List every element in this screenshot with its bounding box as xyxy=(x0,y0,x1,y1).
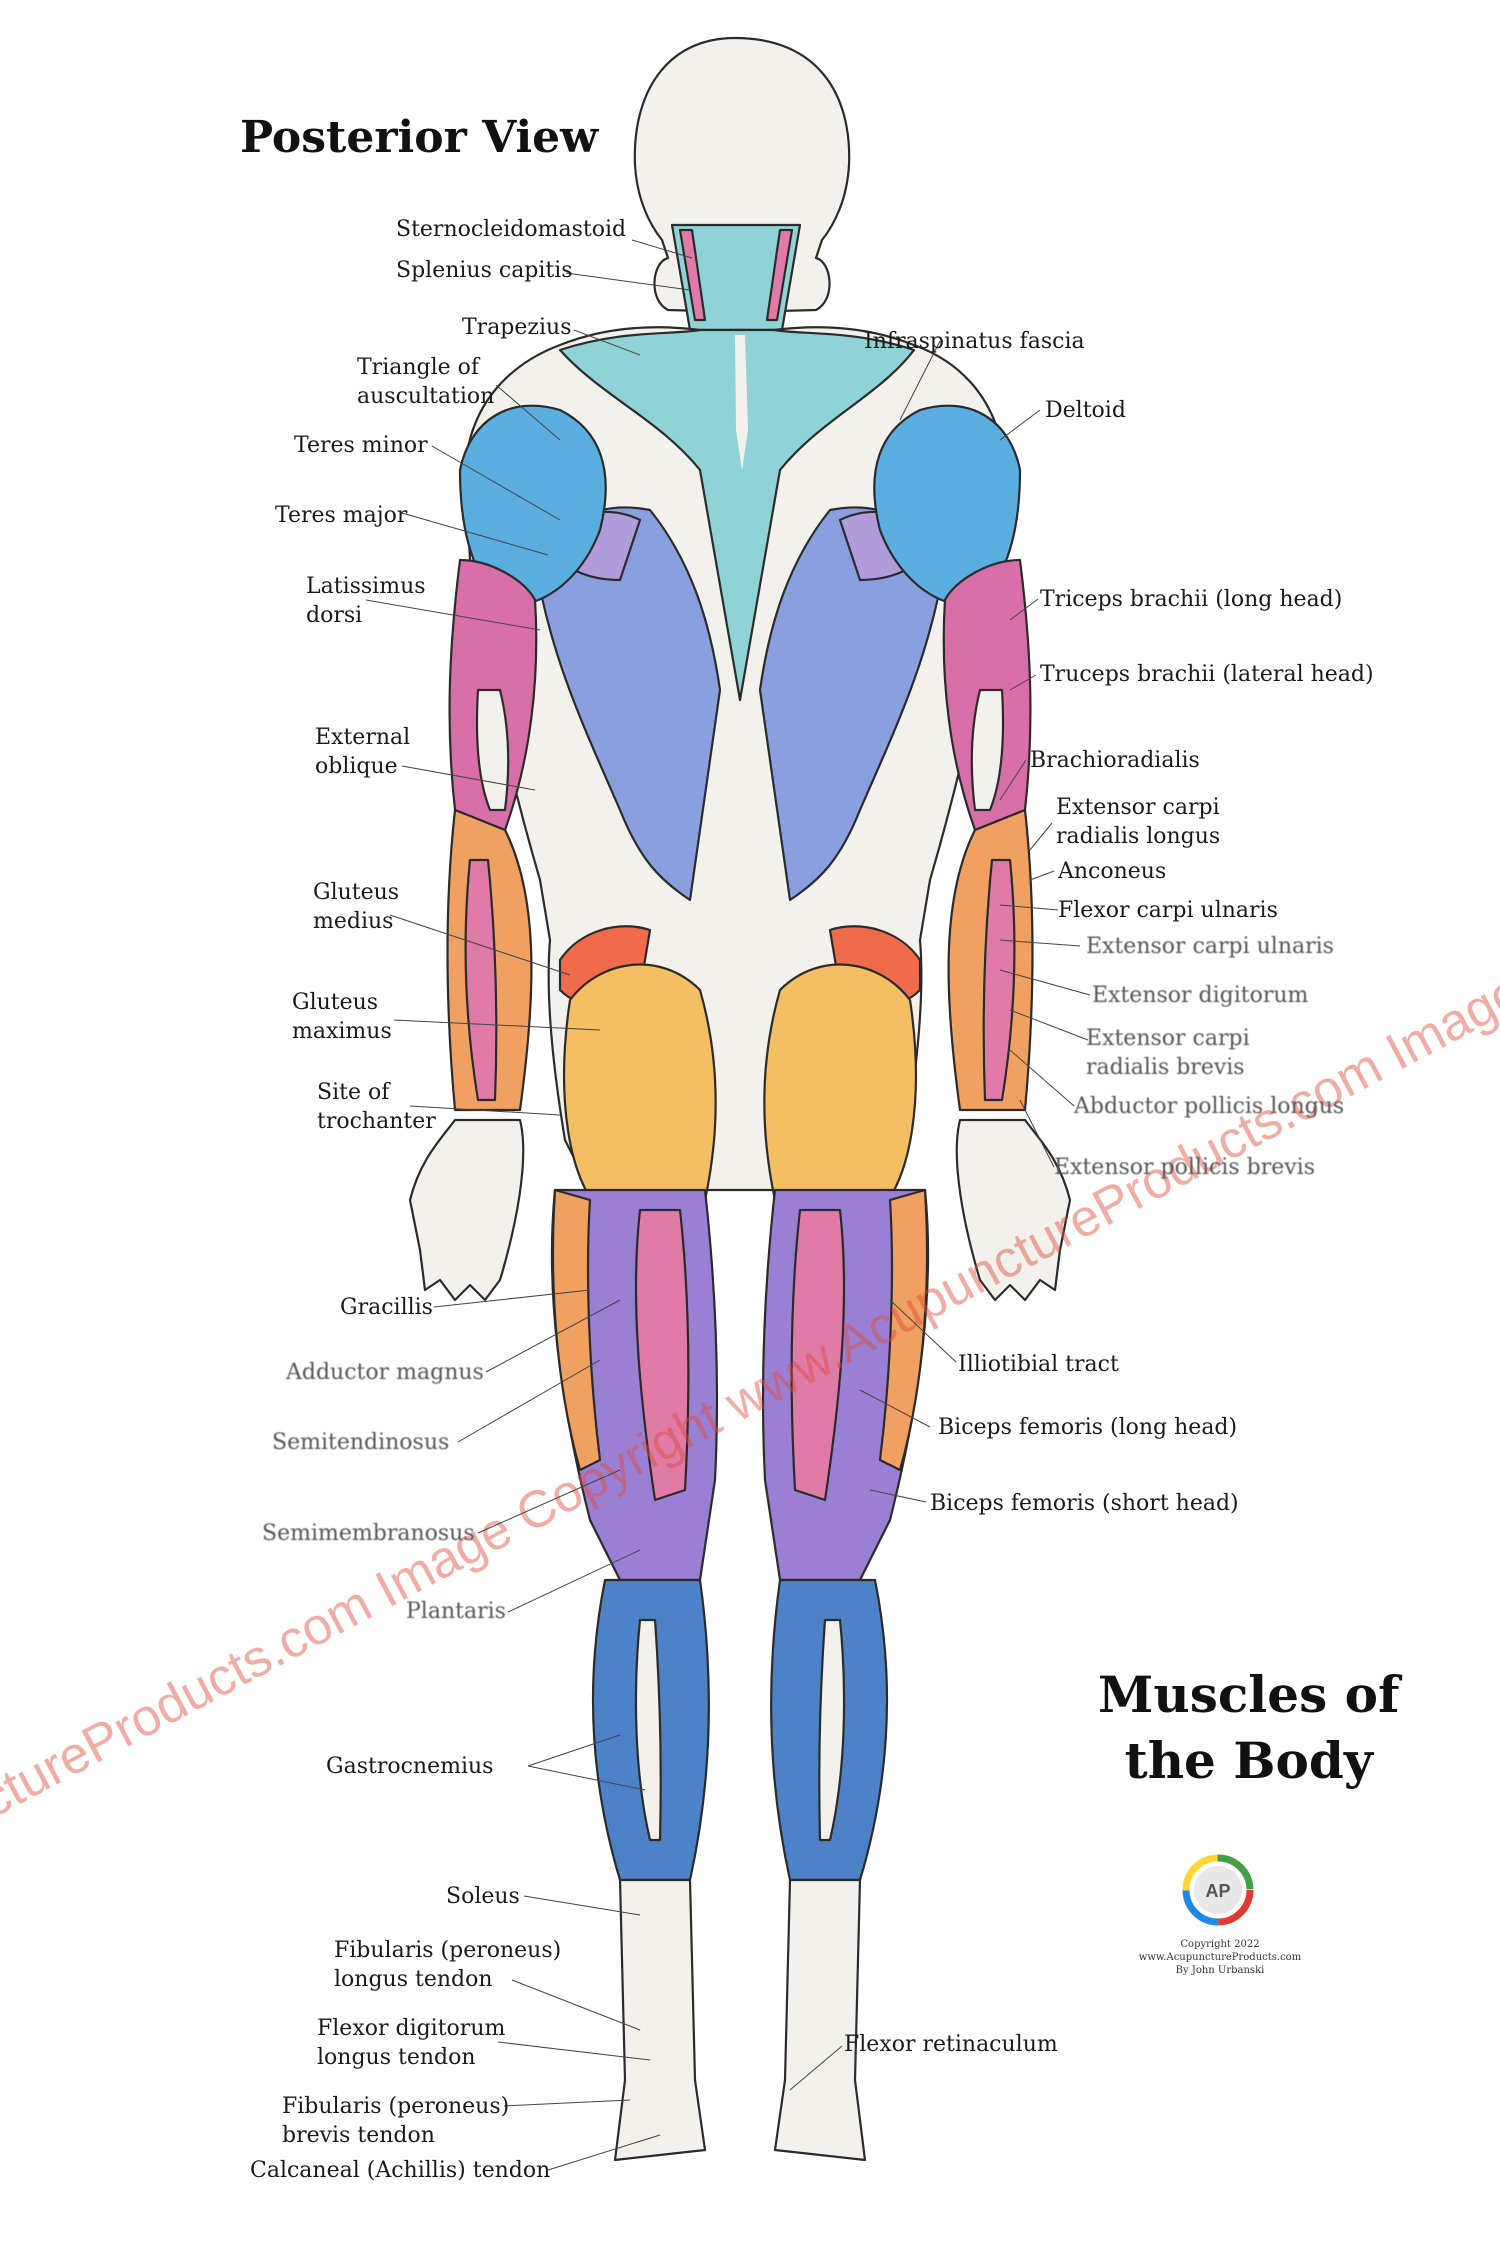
label-external-oblique: External oblique xyxy=(315,725,411,779)
label-triceps-long: Triceps brachii (long head) xyxy=(1040,587,1343,612)
label-flexor-retinaculum: Flexor retinaculum xyxy=(844,2032,1058,2057)
view-heading: Posterior View xyxy=(240,112,599,163)
trapezius-shape xyxy=(558,328,916,702)
label-ext-carpi-rad-longus: Extensor carpi radialis longus xyxy=(1056,795,1221,849)
label-gluteus-maximus: Gluteus maximus xyxy=(292,990,392,1044)
label-latissimus-dorsi: Latissimus dorsi xyxy=(306,574,426,628)
copyright-notice: Copyright 2022 www.AcupunctureProducts.c… xyxy=(1138,1939,1302,1976)
label-gluteus-medius: Gluteus medius xyxy=(313,880,400,934)
label-flexor-carpi-ulnaris: Flexor carpi ulnaris xyxy=(1058,898,1278,923)
label-triangle-auscultation: Triangle of auscultation xyxy=(357,355,495,409)
label-semimembranosus: Semimembranosus xyxy=(262,1521,475,1546)
label-ext-pollicis-brevis: Extensor pollicis brevis xyxy=(1054,1155,1315,1180)
label-abductor-pollicis: Abductor pollicis longus xyxy=(1074,1094,1345,1119)
lower-leg-left xyxy=(613,1878,707,2162)
lower-leg-right xyxy=(773,1878,867,2162)
label-deltoid: Deltoid xyxy=(1045,398,1126,423)
label-plantaris: Plantaris xyxy=(406,1599,506,1624)
label-calcaneal: Calcaneal (Achillis) tendon xyxy=(250,2158,551,2183)
gluteus-left xyxy=(563,963,717,1212)
label-gracilis: Gracillis xyxy=(340,1295,433,1320)
label-fibularis-brevis: Fibularis (peroneus) brevis tendon xyxy=(282,2094,510,2148)
label-ext-digitorum: Extensor digitorum xyxy=(1092,983,1309,1008)
label-gastrocnemius: Gastrocnemius xyxy=(326,1754,494,1779)
label-triceps-lateral: Truceps brachii (lateral head) xyxy=(1040,662,1374,687)
label-anconeus: Anconeus xyxy=(1058,859,1167,884)
label-adductor-magnus: Adductor magnus xyxy=(286,1360,484,1385)
label-biceps-short: Biceps femoris (short head) xyxy=(930,1491,1239,1516)
label-trapezius: Trapezius xyxy=(462,315,572,340)
label-teres-major: Teres major xyxy=(275,503,408,528)
ap-logo: AP xyxy=(1182,1854,1254,1926)
label-sternocleidomastoid: Sternocleidomastoid xyxy=(396,217,627,242)
poster-title: Muscles of the Body xyxy=(1098,1665,1400,1790)
label-flexor-digitorum: Flexor digitorum longus tendon xyxy=(317,2016,506,2070)
hand-right xyxy=(955,1118,1072,1302)
label-site-trochanter: Site of trochanter xyxy=(317,1080,436,1134)
gluteus-right xyxy=(763,963,917,1212)
label-fibularis-longus: Fibularis (peroneus) longus tendon xyxy=(334,1938,562,1992)
latissimus-left xyxy=(533,506,722,902)
logo-text: AP xyxy=(1205,1881,1230,1901)
label-semitendinosus: Semitendinosus xyxy=(272,1430,450,1455)
label-teres-minor: Teres minor xyxy=(294,433,428,458)
label-infraspinatus-fascia: Infraspinatus fascia xyxy=(864,329,1085,354)
latissimus-right xyxy=(758,506,947,902)
hand-left xyxy=(408,1118,525,1302)
label-biceps-long: Biceps femoris (long head) xyxy=(938,1415,1238,1440)
label-ext-carpi-ulnaris: Extensor carpi ulnaris xyxy=(1086,934,1334,959)
label-brachioradialis: Brachioradialis xyxy=(1030,748,1200,773)
label-ext-carpi-rad-brevis: Extensor carpi radialis brevis xyxy=(1086,1026,1250,1080)
label-soleus: Soleus xyxy=(446,1884,520,1909)
label-illiotibial: Illiotibial tract xyxy=(958,1352,1119,1377)
label-splenius-capitis: Splenius capitis xyxy=(396,258,573,283)
